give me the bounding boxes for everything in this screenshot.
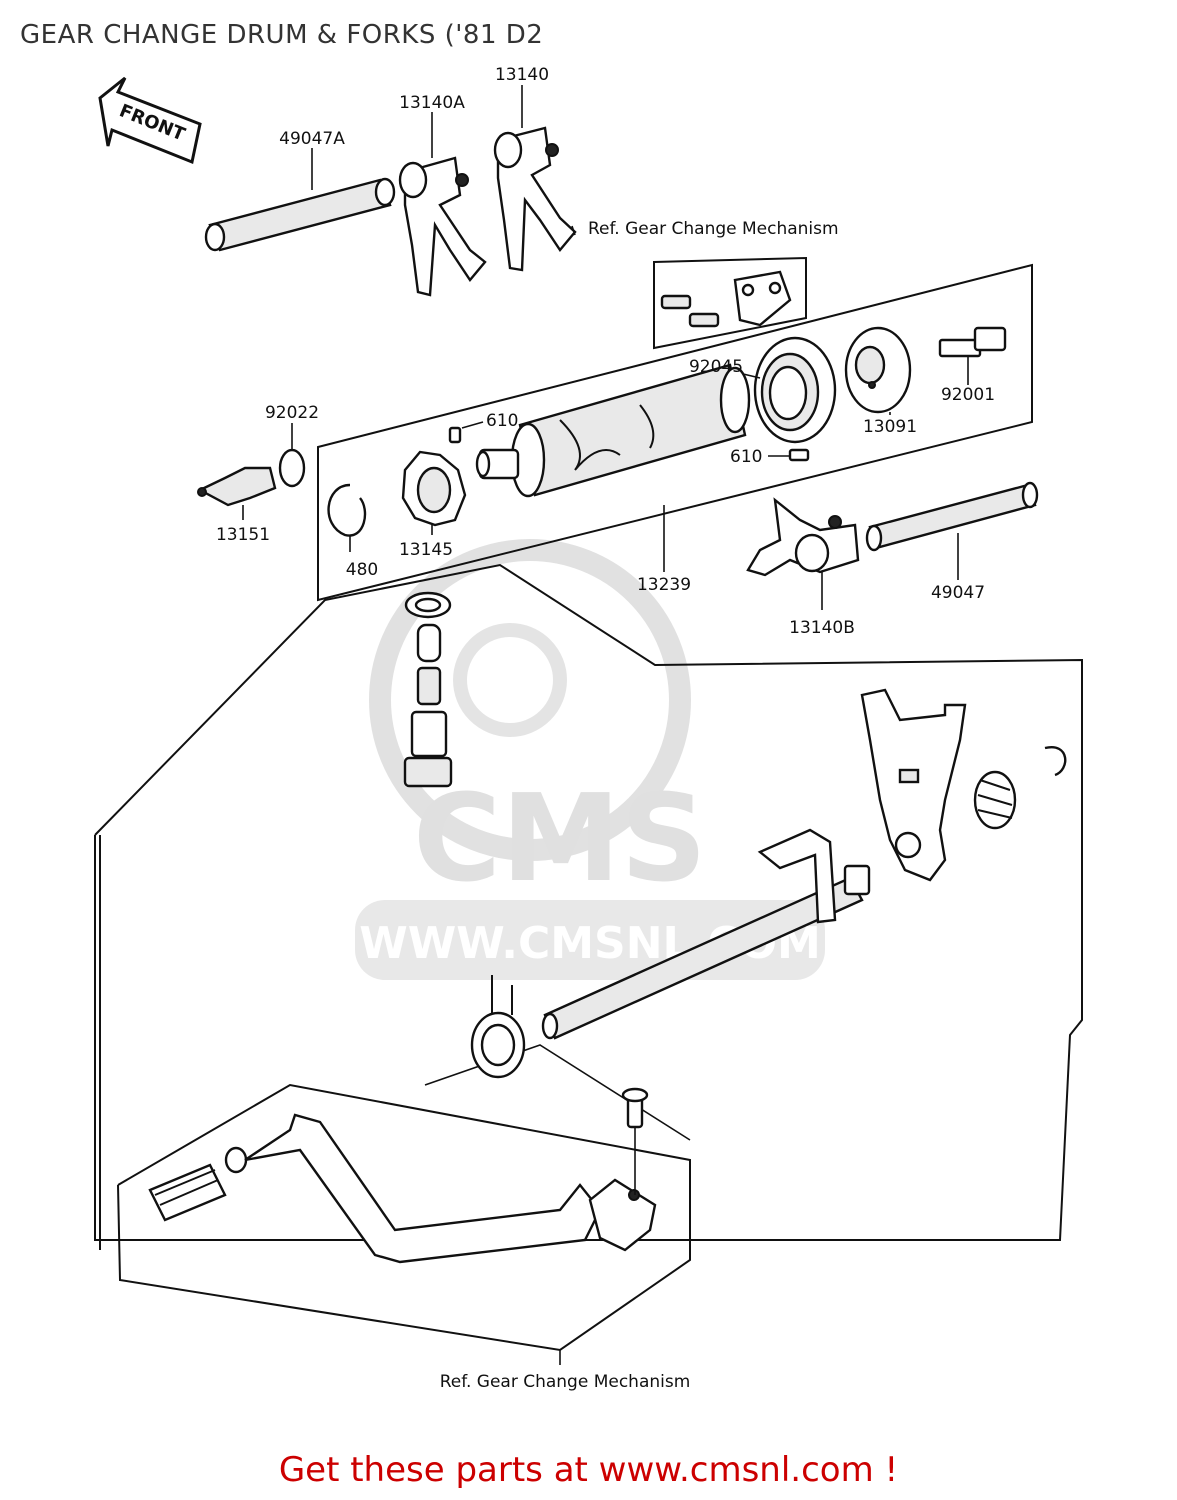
label-13140A: 13140A — [399, 93, 465, 113]
ref-plane-line-top — [424, 1044, 691, 1141]
label-92001: 92001 — [941, 385, 995, 405]
circlip-upper — [1044, 745, 1067, 777]
label-13239: 13239 — [637, 575, 691, 595]
shift-fork-13140B — [746, 497, 860, 577]
pedal-frame — [117, 1083, 691, 1352]
front-arrow-icon: FRONT — [98, 76, 202, 165]
screw-92001 — [938, 326, 1007, 358]
label-13140B: 13140B — [789, 618, 855, 638]
pin-610-b — [788, 448, 810, 462]
parts-link[interactable]: Get these parts at www.cmsnl.com ! — [278, 1450, 899, 1490]
label-480: 480 — [346, 560, 378, 580]
label-13145: 13145 — [399, 540, 453, 560]
label-610-a: 610 — [486, 411, 518, 431]
watermark-brand: CMS — [413, 770, 707, 909]
label-610-b: 610 — [730, 447, 762, 467]
shift-rod-lower — [865, 481, 1039, 552]
label-49047: 49047 — [931, 583, 985, 603]
shift-pedal — [148, 1087, 657, 1264]
label-13151: 13151 — [216, 525, 270, 545]
label-92045: 92045 — [689, 357, 743, 377]
page-title: GEAR CHANGE DRUM & FORKS ('81 D2 — [20, 20, 544, 50]
return-spring — [973, 770, 1017, 830]
washer-92022 — [278, 448, 306, 488]
pin-610-a — [448, 426, 462, 444]
stopper-bracket — [660, 270, 792, 328]
shift-rod-upper — [204, 177, 396, 252]
neutral-switch-13151 — [197, 466, 277, 507]
ref-bracket-frame — [653, 256, 807, 350]
label-13091: 13091 — [863, 417, 917, 437]
label-49047A: 49047A — [279, 129, 345, 149]
pin-holder-13091 — [844, 326, 912, 414]
drum-cam-13145 — [401, 450, 467, 527]
label-13140: 13140 — [495, 65, 549, 85]
label-ref-bottom: Ref. Gear Change Mechanism — [440, 1372, 691, 1392]
label-92022: 92022 — [265, 403, 319, 423]
stopper-bolt-assembly — [403, 591, 453, 788]
bearing-92045 — [753, 336, 837, 444]
shift-fork-13140A — [398, 156, 487, 297]
shift-fork-13140 — [493, 126, 577, 272]
shift-shaft — [541, 828, 871, 1040]
torsion-spring — [470, 975, 526, 1079]
watermark-mascot-icon — [369, 539, 691, 861]
overshift-limiter — [860, 688, 967, 882]
label-ref-top: Ref. Gear Change Mechanism — [588, 219, 839, 239]
drum-assembly-frame — [317, 263, 1033, 602]
circlip-480 — [327, 483, 367, 537]
gear-change-drum — [475, 363, 751, 498]
